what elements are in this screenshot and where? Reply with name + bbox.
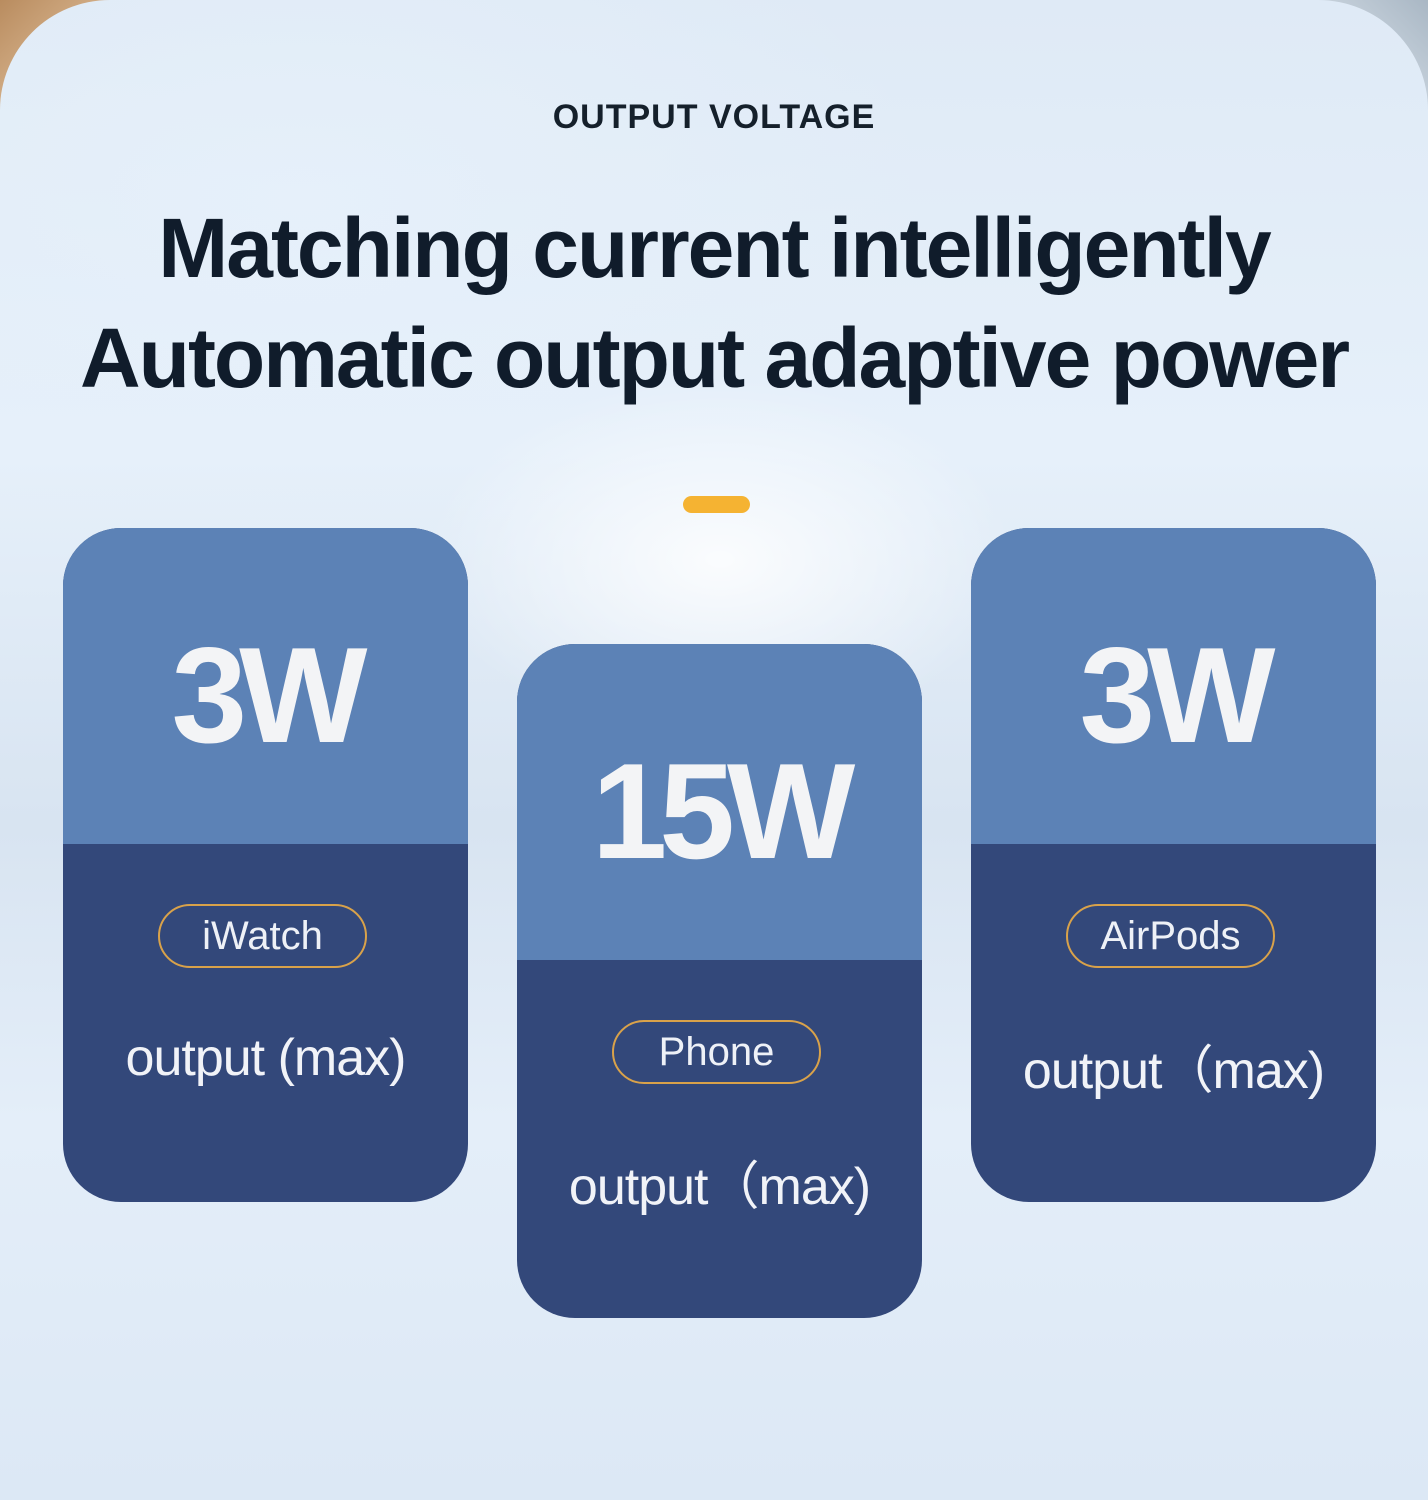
card-wattage: 15W [591,735,856,887]
device-pill: AirPods [1066,904,1275,968]
power-card-iwatch: 3W iWatch output (max) [63,528,468,1202]
section-eyebrow: OUTPUT VOLTAGE [552,98,876,136]
power-card-airpods: 3W AirPods output（max) [971,528,1376,1202]
power-card-phone: 15W Phone output（max) [517,644,922,1318]
device-pill: Phone [612,1020,821,1084]
headline-line-2: Automatic output adaptive power [79,311,1350,405]
headline-line-1: Matching current intelligently [158,201,1271,295]
card-top-section [517,644,922,960]
card-wattage: 3W [171,619,368,771]
card-top-section [63,528,468,844]
card-caption: output（max) [568,1158,871,1216]
device-pill: iWatch [158,904,367,968]
accent-bar [683,496,750,513]
card-wattage: 3W [1079,619,1276,771]
card-caption: output (max) [125,1029,407,1087]
card-top-section [971,528,1376,844]
card-caption: output（max) [1022,1042,1325,1100]
